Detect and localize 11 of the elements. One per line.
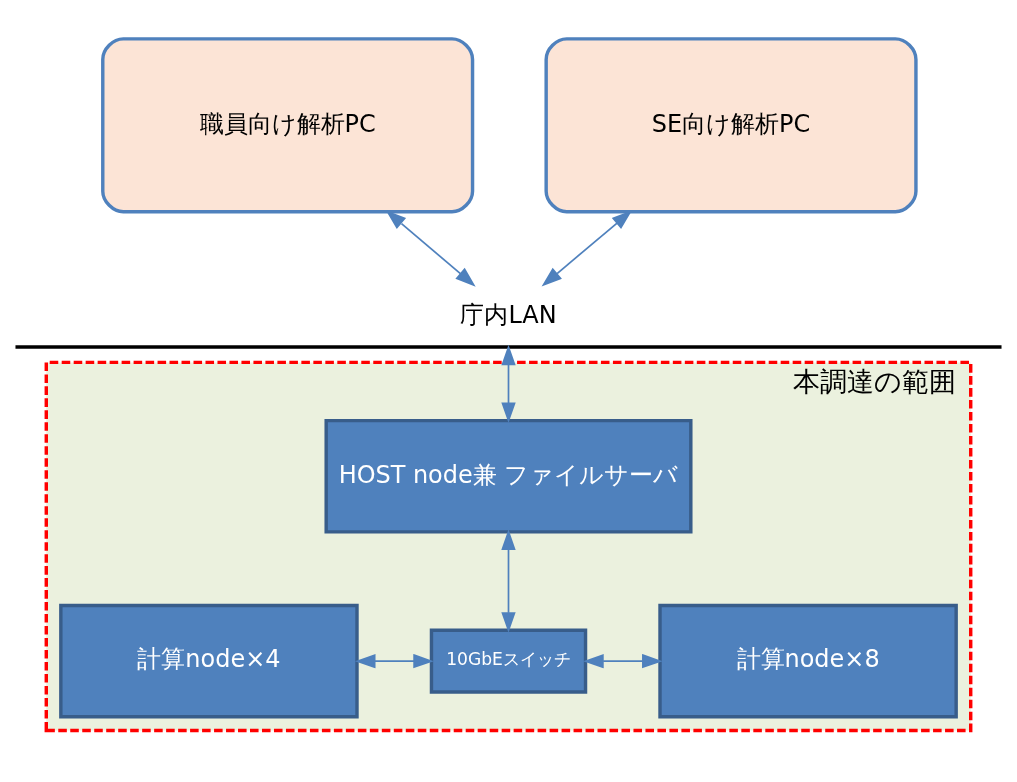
- node-box: 計算node×8: [658, 603, 958, 718]
- arrow: [501, 344, 516, 423]
- arrow: [354, 653, 434, 668]
- arrow: [501, 528, 516, 633]
- node-box: 職員向け解析PC: [101, 36, 475, 213]
- node-box: 10GbEスイッチ: [429, 628, 588, 694]
- arrow: [583, 653, 663, 668]
- node-box: 計算node×4: [59, 603, 359, 718]
- node-text: 庁内LAN: [460, 300, 557, 329]
- node-box: HOST node兼 ファイルサーバ: [324, 418, 693, 534]
- node-box: SE向け解析PC: [544, 36, 918, 213]
